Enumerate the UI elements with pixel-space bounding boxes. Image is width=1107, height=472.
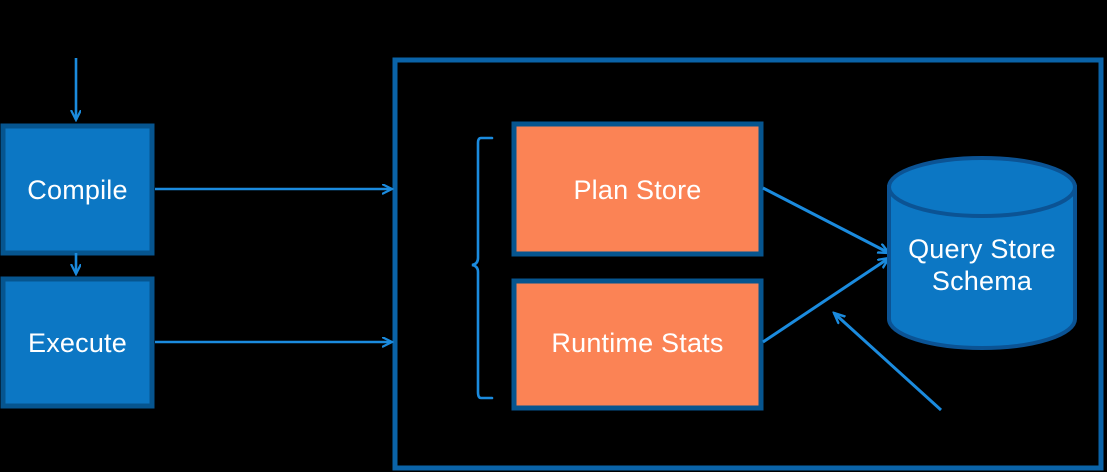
external-to-db-arrow (834, 313, 943, 412)
runtime-stats-to-db-arrow (762, 258, 889, 344)
stores-brace (471, 136, 494, 400)
cylinder-top (887, 156, 1077, 218)
compile-box[interactable] (0, 123, 155, 256)
runtime-stats-box[interactable] (511, 278, 764, 411)
plan-store-box[interactable] (511, 121, 764, 257)
query-store-schema-cylinder[interactable] (887, 156, 1077, 350)
plan-store-to-db-arrow (762, 186, 889, 255)
cylinder-body (887, 185, 1077, 350)
query-store-container (392, 57, 1104, 471)
execute-box[interactable] (0, 276, 155, 409)
